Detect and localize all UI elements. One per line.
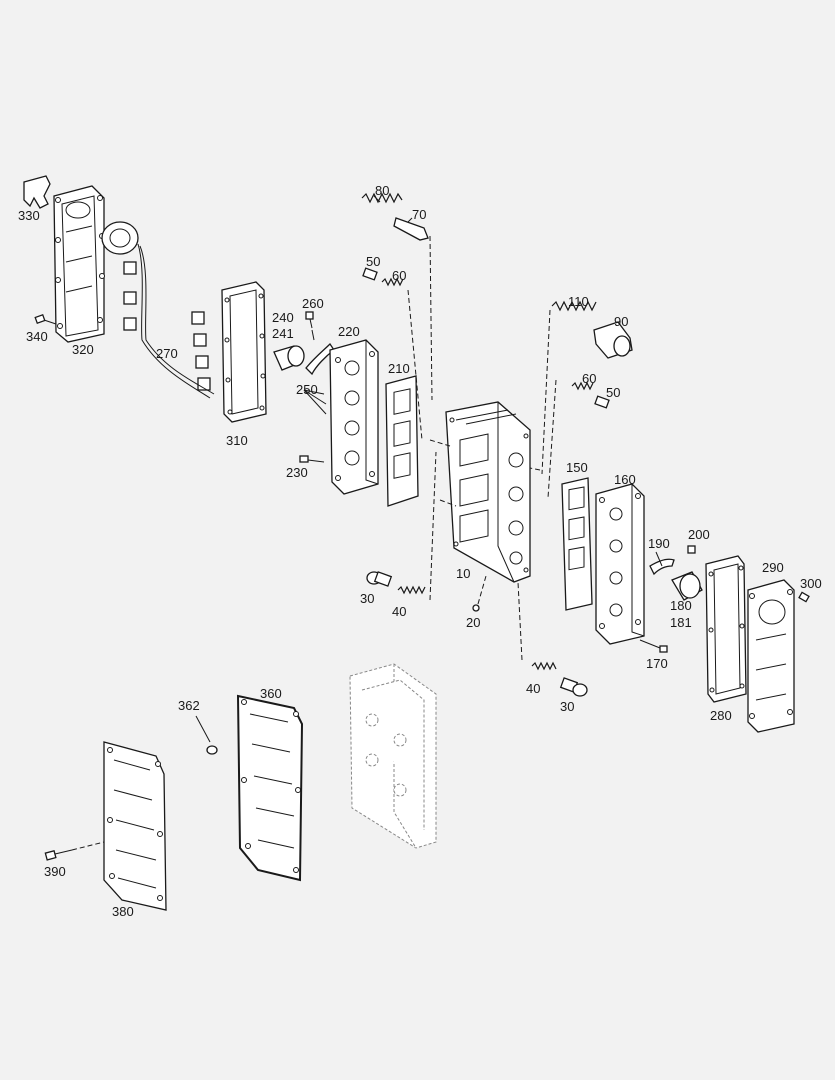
part-110-spring	[541, 300, 597, 475]
callout-180: 180	[670, 598, 692, 613]
part-90-valve	[593, 321, 633, 359]
part-200-screw	[687, 545, 696, 554]
callout-230: 230	[286, 465, 308, 480]
part-240-solenoid	[273, 345, 305, 371]
part-210-gasket	[385, 375, 419, 507]
part-310-gasket	[221, 281, 267, 423]
part-390-bolt	[44, 841, 105, 861]
callout-310: 310	[226, 433, 248, 448]
callout-190: 190	[648, 536, 670, 551]
part-190-clamp	[649, 558, 675, 576]
callout-340: 340	[26, 329, 48, 344]
part-220-housing	[329, 339, 379, 495]
part-30a-plug	[366, 571, 393, 587]
callout-260: 260	[302, 296, 324, 311]
part-362-plug	[195, 715, 218, 755]
part-180-solenoid	[671, 571, 703, 601]
callout-40b: 40	[526, 681, 540, 696]
callout-60a: 60	[392, 268, 406, 283]
part-340-bolt	[34, 313, 57, 325]
part-160-housing	[595, 483, 645, 645]
part-20-plug	[472, 575, 487, 612]
callout-250: 250	[296, 382, 318, 397]
part-270-wiring-harness	[101, 221, 215, 399]
part-330-clip	[23, 175, 51, 209]
reference-assembly-ghost	[349, 663, 437, 849]
part-10-valve-body	[429, 401, 541, 583]
callout-70: 70	[412, 207, 426, 222]
callout-210: 210	[388, 361, 410, 376]
part-40a-spring	[397, 451, 437, 601]
part-70-valve	[393, 217, 433, 401]
callout-50a: 50	[366, 254, 380, 269]
callout-360: 360	[260, 686, 282, 701]
callout-90: 90	[614, 314, 628, 329]
callout-50b: 50	[606, 385, 620, 400]
callout-320: 320	[72, 342, 94, 357]
callout-270: 270	[156, 346, 178, 361]
callout-110: 110	[568, 294, 589, 309]
callout-160: 160	[614, 472, 636, 487]
callout-10: 10	[456, 566, 470, 581]
callout-60b: 60	[582, 371, 596, 386]
callout-241: 241	[272, 326, 294, 341]
callout-80: 80	[375, 183, 389, 198]
callout-30b: 30	[560, 699, 574, 714]
callout-200: 200	[688, 527, 710, 542]
part-290-cover	[747, 579, 795, 733]
callout-leaders	[303, 195, 663, 567]
callout-330: 330	[18, 208, 40, 223]
callout-181: 181	[670, 615, 692, 630]
part-300-bolt	[798, 591, 810, 603]
part-380-intermediate-plate	[103, 741, 167, 911]
part-50b-plug	[594, 395, 610, 409]
callout-280: 280	[710, 708, 732, 723]
callout-380: 380	[112, 904, 134, 919]
part-170-bolt	[639, 639, 668, 653]
part-60b-spring	[547, 379, 594, 499]
part-320-cover	[53, 185, 105, 343]
callout-40a: 40	[392, 604, 406, 619]
part-60-spring	[381, 277, 423, 441]
part-230-bolt	[299, 455, 325, 463]
callout-150: 150	[566, 460, 588, 475]
callout-30a: 30	[360, 591, 374, 606]
callout-300: 300	[800, 576, 822, 591]
callout-390: 390	[44, 864, 66, 879]
callout-20: 20	[466, 615, 480, 630]
part-40b-spring	[517, 581, 557, 671]
callout-362: 362	[178, 698, 200, 713]
part-50-plug	[362, 267, 378, 281]
part-80-spring	[361, 192, 403, 204]
callout-labels: 330 340 320 270 310 240 241 260 220 250 …	[18, 183, 822, 919]
part-150-gasket	[561, 477, 593, 611]
callout-220: 220	[338, 324, 360, 339]
part-360-separator-plate	[236, 694, 304, 882]
part-30b-plug	[559, 677, 588, 697]
callout-290: 290	[762, 560, 784, 575]
part-280-gasket	[705, 555, 747, 703]
part-260-screw	[305, 311, 314, 329]
callout-240: 240	[272, 310, 294, 325]
callout-170: 170	[646, 656, 668, 671]
